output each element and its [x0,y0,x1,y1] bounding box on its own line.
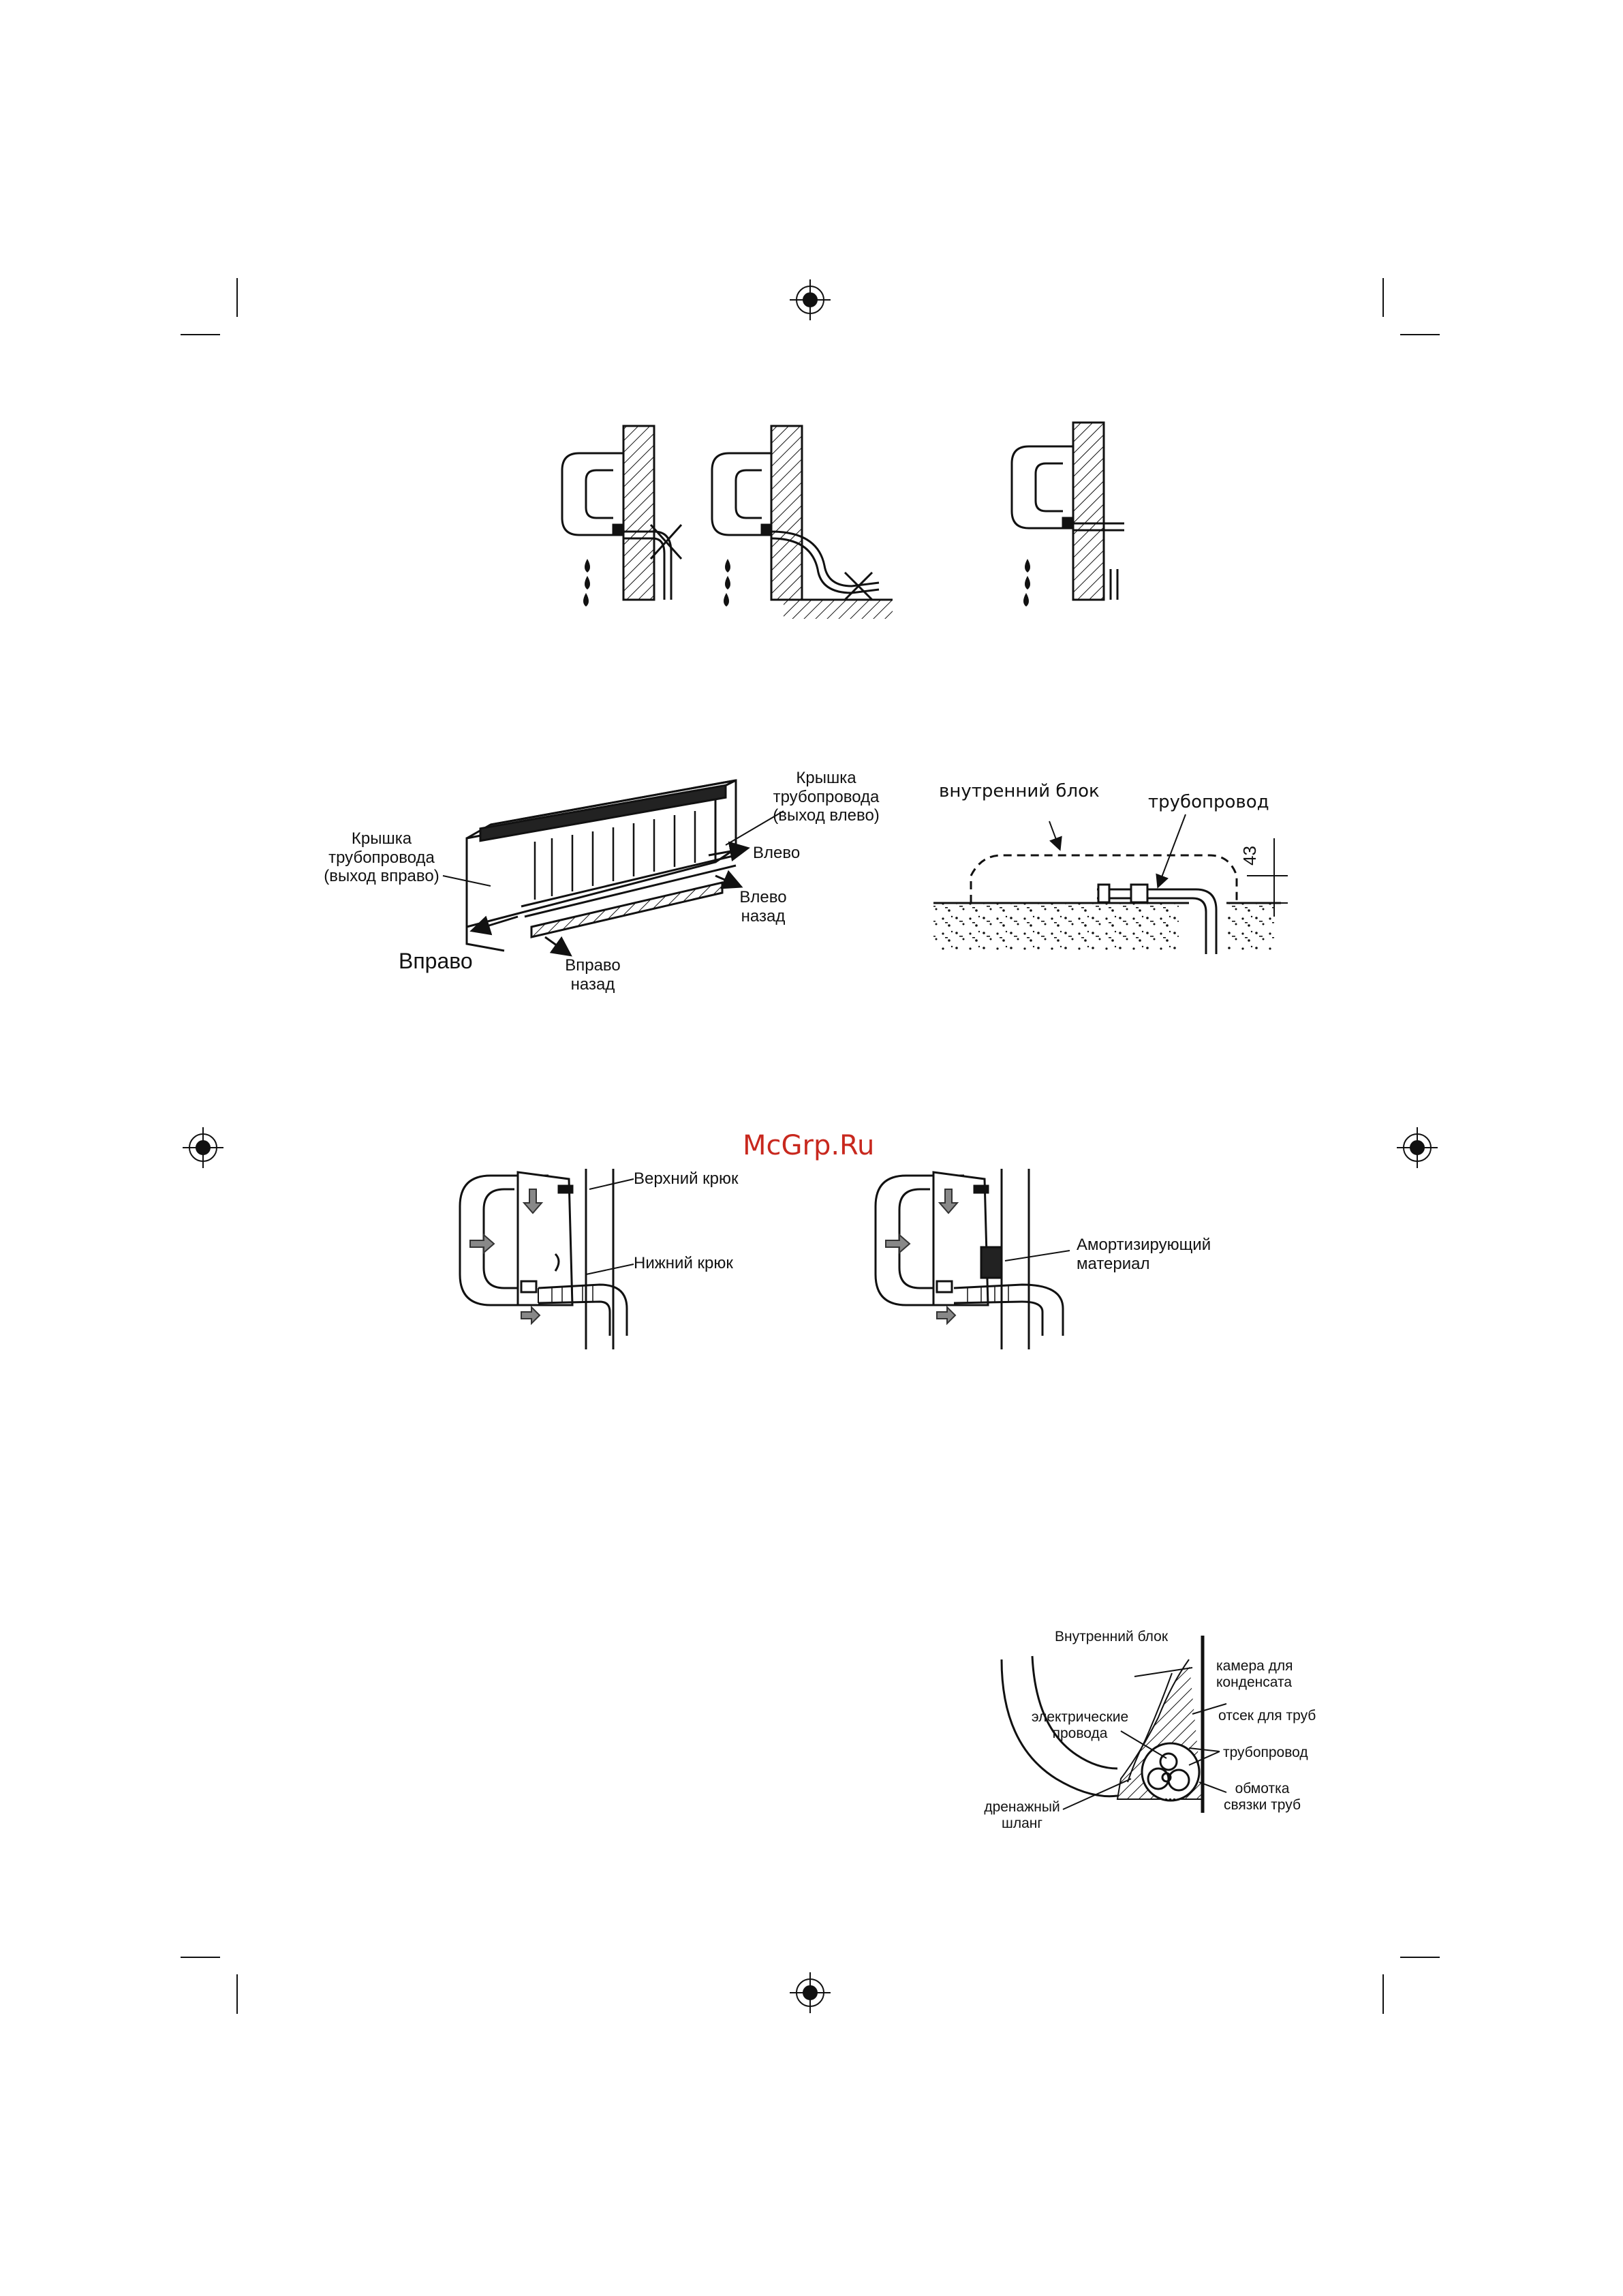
label-condensate-chamber: камера для конденсата [1216,1658,1293,1691]
pipe-height-diagram [933,814,1288,954]
water-drops-1 [583,559,590,607]
hook-arrows-left [469,1189,544,1326]
label-cover-left: Крышка трубопровода (выход влево) [773,769,880,825]
hook-arrows-right [885,1189,959,1326]
label-upper-hook: Верхний крюк [634,1169,739,1188]
label-left-back: Влево назад [739,888,787,925]
label-lower-hook: Нижний крюк [634,1254,733,1272]
outlet-arrows [442,810,784,957]
registration-marks [183,279,1438,2013]
label-pipe-wrapping: обмотка связки труб [1224,1781,1301,1813]
label-dimension: 43 [1239,846,1260,866]
label-pipe: трубопровод [1148,792,1269,812]
water-drops-2 [724,559,730,607]
drain-example-3 [1010,421,1124,601]
label-drain-hose: дренажный шланг [984,1799,1060,1832]
indoor-unit-isometric [465,779,737,952]
hook-diagram-left [459,1169,634,1349]
label-damping-material: Амортизирующий материал [1077,1236,1211,1273]
label-pipe-compartment: отсек для труб [1218,1708,1316,1724]
label-right-back: Вправо назад [565,956,621,994]
watermark: McGrp.Ru [743,1130,875,1161]
label-section-pipe: трубопровод [1223,1745,1308,1760]
label-section-indoor-unit: Внутренний блок [1055,1629,1169,1644]
crop-marks [181,278,1440,2014]
label-left: Влево [753,844,801,862]
label-electric-wires: электрические провода [1031,1709,1129,1742]
label-indoor-unit: внутренний блок [939,781,1100,801]
hook-diagram-right [874,1169,1070,1349]
label-cover-right: Крышка трубопровода (выход вправо) [324,829,439,886]
drain-example-2 [711,425,893,619]
label-right: Вправо [399,949,473,973]
water-drops-3 [1023,559,1030,607]
cross-section-diagram [1000,1636,1227,1813]
drain-example-1 [561,425,683,601]
